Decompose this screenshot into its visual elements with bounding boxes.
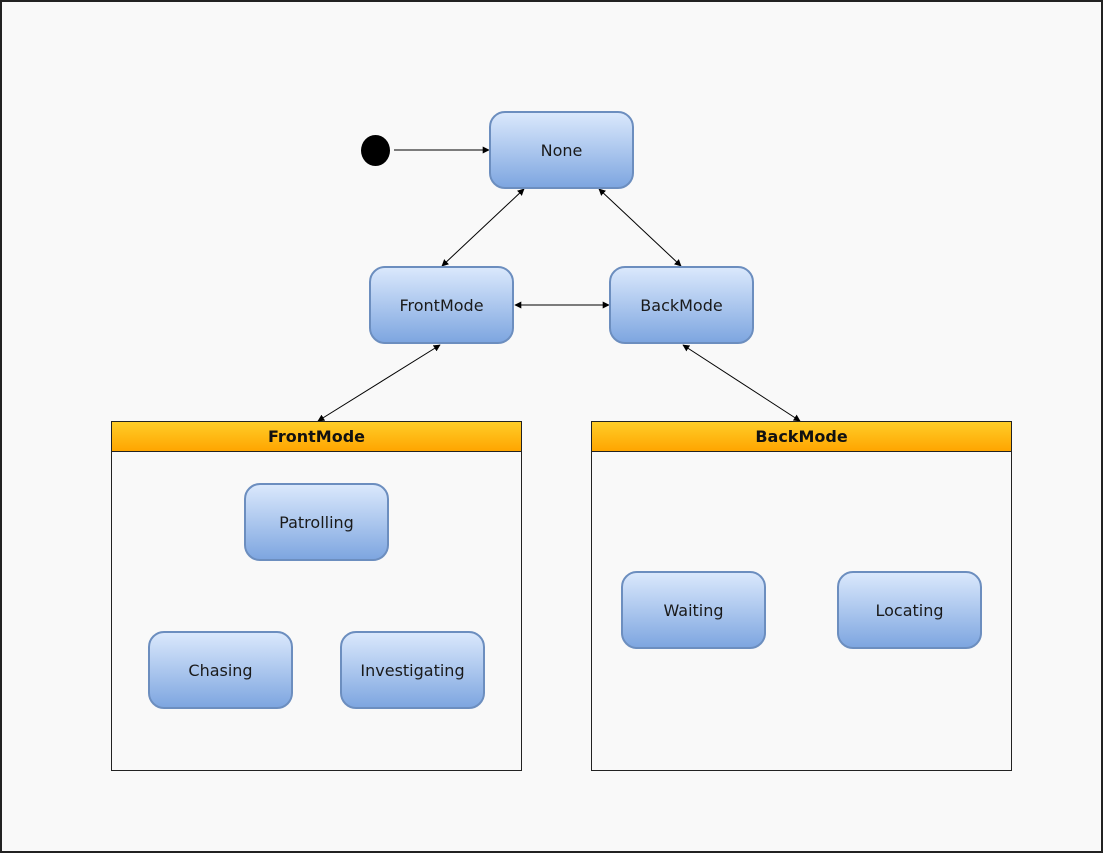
transition-backmode-composite bbox=[682, 344, 801, 422]
state-investigating-label: Investigating bbox=[360, 660, 465, 680]
state-patrolling[interactable]: Patrolling bbox=[244, 483, 389, 561]
transition-none-backmode bbox=[598, 188, 682, 267]
state-frontmode-label: FrontMode bbox=[399, 295, 484, 315]
initial-state-dot bbox=[361, 135, 390, 166]
state-locating[interactable]: Locating bbox=[837, 571, 982, 649]
state-waiting-label: Waiting bbox=[663, 600, 724, 620]
backmode-composite-title: BackMode bbox=[755, 427, 848, 446]
state-chasing-label: Chasing bbox=[188, 660, 253, 680]
state-backmode[interactable]: BackMode bbox=[609, 266, 754, 344]
state-locating-label: Locating bbox=[875, 600, 944, 620]
frontmode-composite-header: FrontMode bbox=[112, 422, 521, 452]
transition-frontmode-composite bbox=[317, 344, 441, 422]
transition-none-frontmode bbox=[441, 188, 525, 267]
state-investigating[interactable]: Investigating bbox=[340, 631, 485, 709]
state-patrolling-label: Patrolling bbox=[279, 512, 354, 532]
state-waiting[interactable]: Waiting bbox=[621, 571, 766, 649]
frontmode-composite[interactable]: FrontMode bbox=[111, 421, 522, 771]
frontmode-composite-title: FrontMode bbox=[267, 427, 366, 446]
state-none-label: None bbox=[540, 140, 583, 160]
state-none[interactable]: None bbox=[489, 111, 634, 189]
state-frontmode[interactable]: FrontMode bbox=[369, 266, 514, 344]
backmode-composite-header: BackMode bbox=[592, 422, 1011, 452]
state-chasing[interactable]: Chasing bbox=[148, 631, 293, 709]
state-backmode-label: BackMode bbox=[640, 295, 723, 315]
